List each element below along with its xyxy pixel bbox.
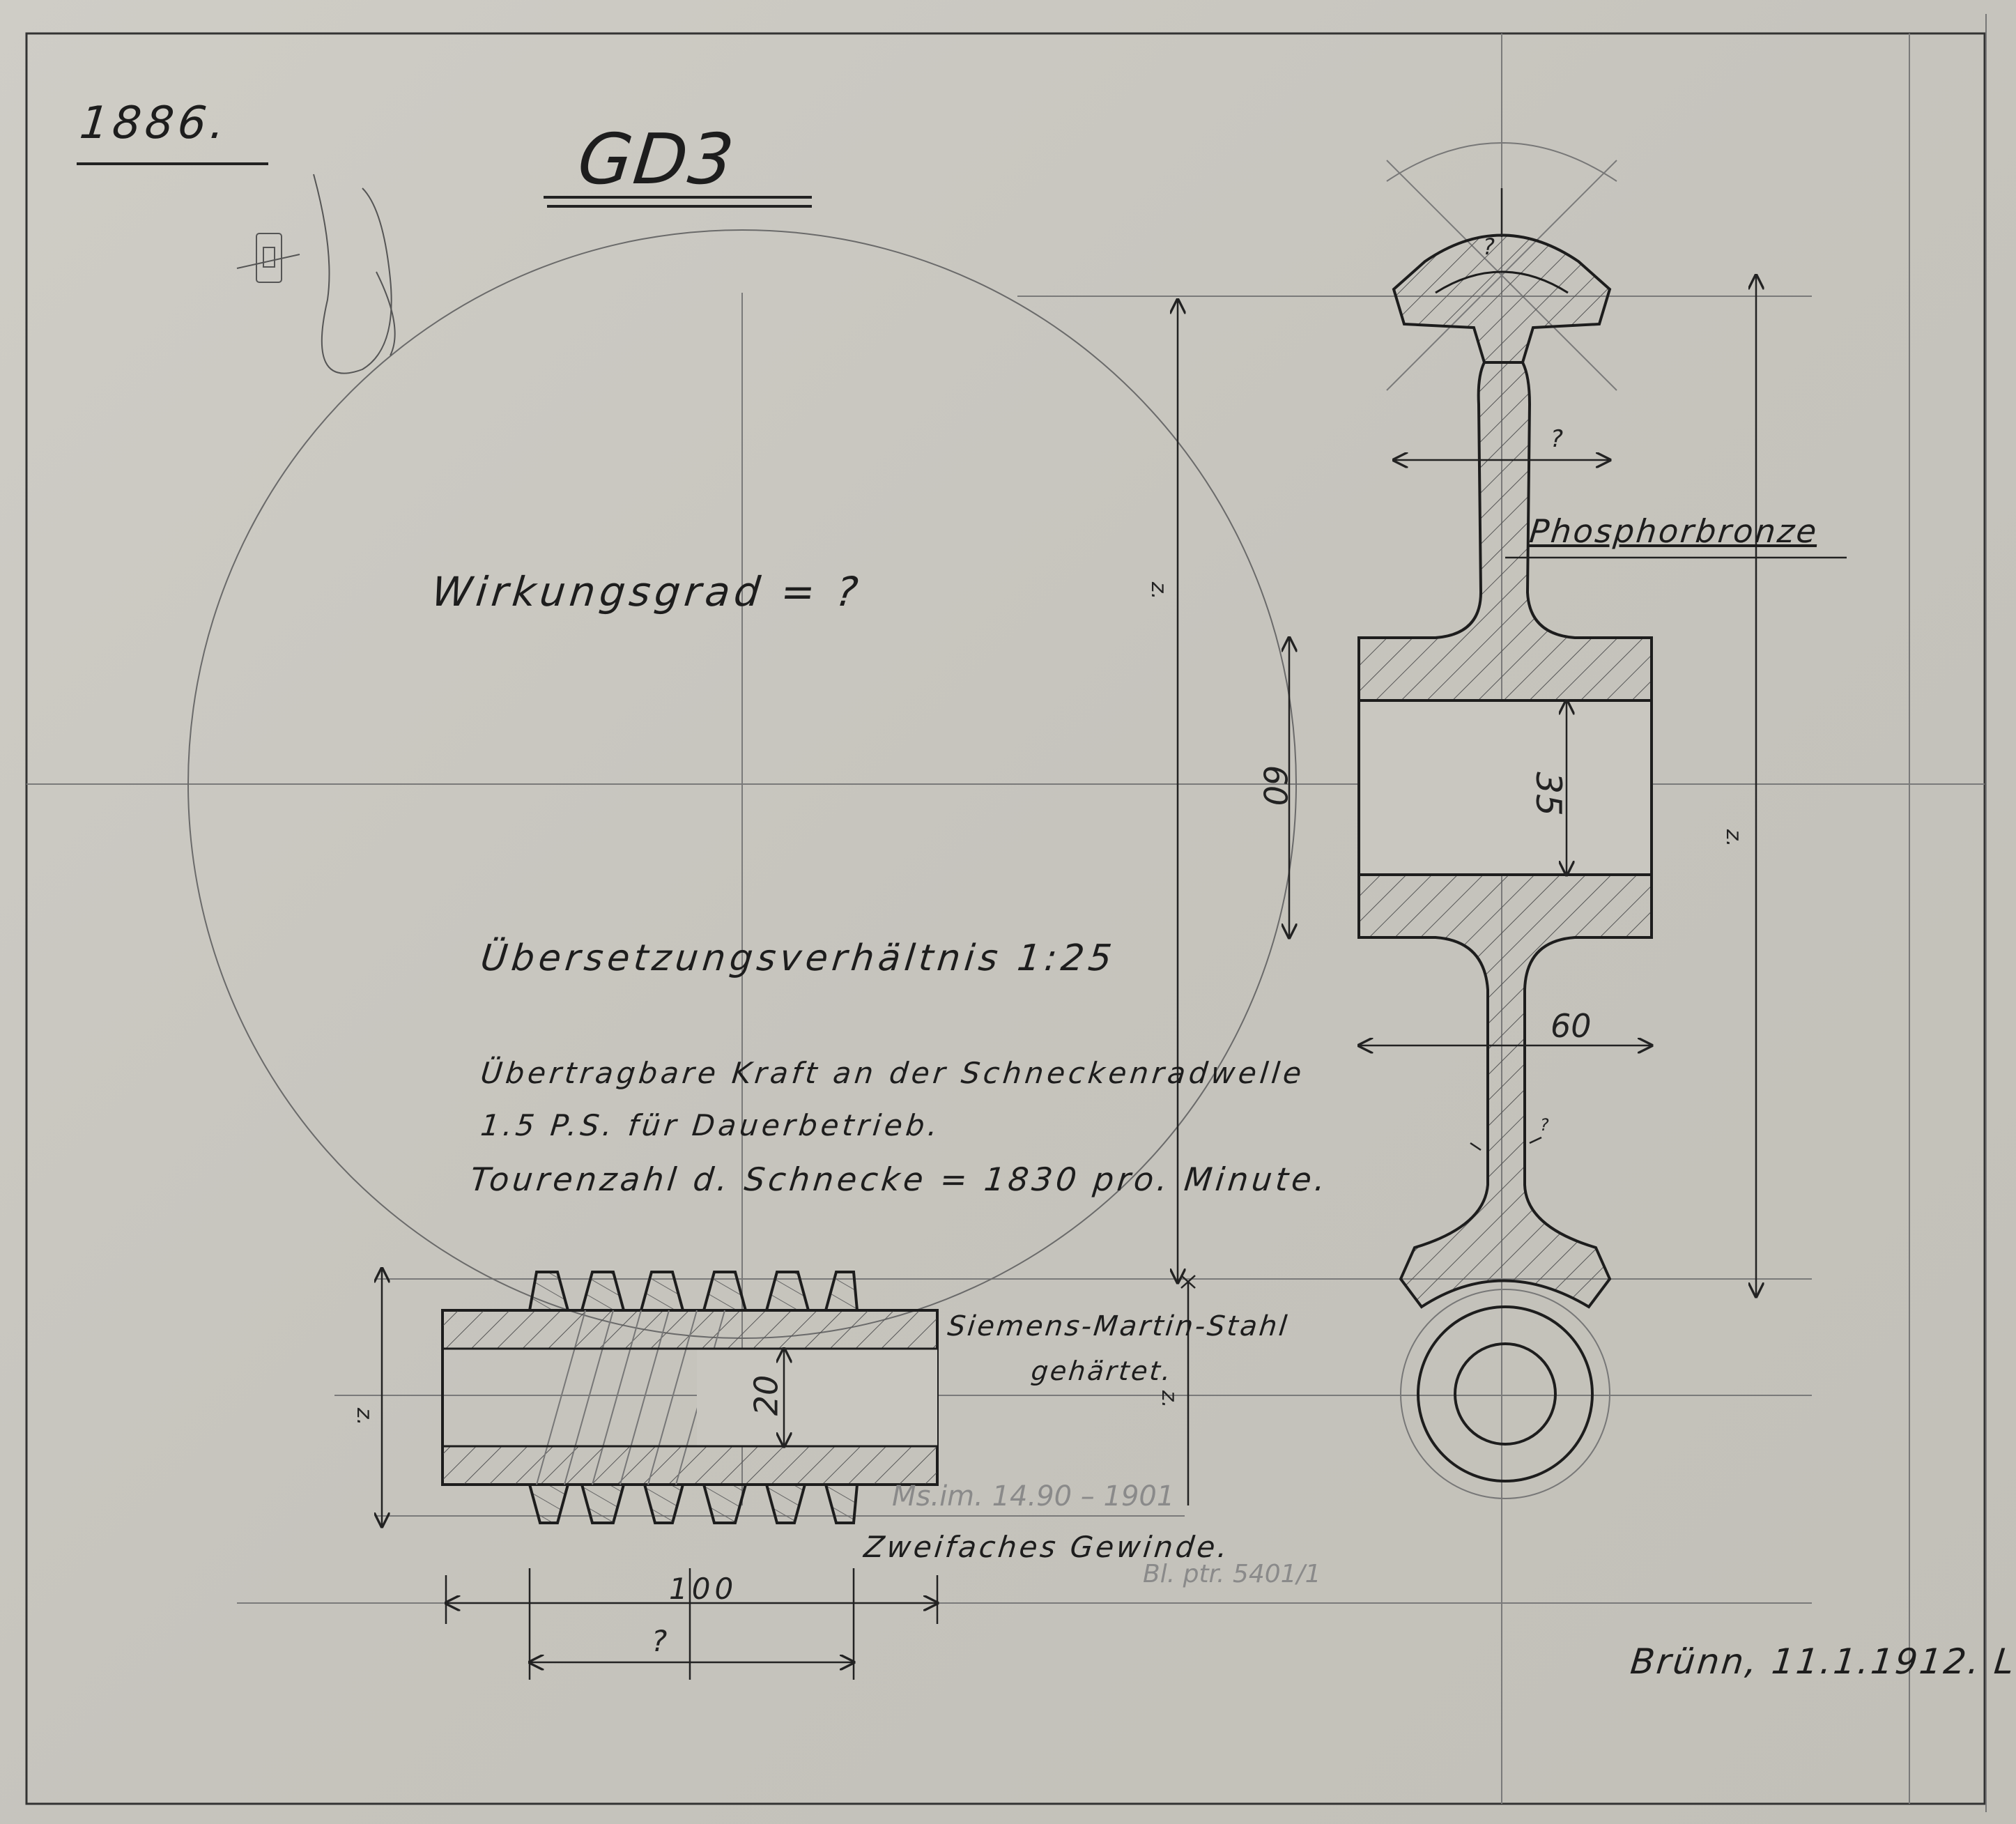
worm-section — [441, 1271, 939, 1524]
pencil-sketch — [236, 174, 396, 374]
ratio-label: Übersetzungsverhältnis 1:25 — [478, 937, 1118, 979]
web-unknown-dimension: ? — [1551, 425, 1564, 453]
worm-height-z: z. — [352, 1407, 377, 1426]
svg-text:Bl. ptr. 5401/1: Bl. ptr. 5401/1 — [1143, 1560, 1321, 1588]
hub-length-dimension: 60 — [1256, 765, 1294, 806]
worm-bore-dimension: 20 — [747, 1374, 785, 1416]
bore-dimension: 35 — [1528, 772, 1569, 816]
drawing-code: GD3 — [574, 118, 739, 200]
speed-line: Tourenzahl d. Schnecke = 1830 pro. Minut… — [468, 1160, 1331, 1198]
border-frame — [25, 32, 1986, 1805]
fillet-unknown-dimension: ? — [1540, 1115, 1549, 1135]
wheel-dimensions — [1178, 188, 1756, 1296]
worm-dimensions — [382, 1269, 1196, 1680]
efficiency-label: Wirkungsgrad = ? — [429, 568, 865, 615]
power-line-2: 1.5 P.S. für Dauerbetrieb. — [479, 1108, 943, 1142]
rim-unknown-dimension: ? — [1483, 233, 1495, 260]
worm-length-dimension: 100 — [669, 1572, 738, 1606]
pitch-unknown-dimension: ? — [652, 1624, 668, 1658]
center-distance-z: z. — [1157, 1390, 1182, 1409]
wheel-height-z: z. — [1146, 581, 1171, 600]
signature-date: Brünn, 11.1.1912. L. — [1628, 1641, 2016, 1682]
drawing-number: 1886. — [77, 98, 232, 149]
hub-diameter-dimension: 60 — [1551, 1007, 1592, 1045]
wheel-span-z: z. — [1721, 829, 1746, 848]
worm-hardened-label: gehärtet. — [1029, 1356, 1175, 1386]
wheel-material-label: Phosphorbronze — [1528, 512, 1821, 550]
svg-text:Ms.im. 14.90 – 1901: Ms.im. 14.90 – 1901 — [892, 1480, 1174, 1512]
worm-material-label: Siemens-Martin-Stahl — [946, 1310, 1291, 1342]
power-line-1: Übertragbare Kraft an der Schneckenradwe… — [479, 1056, 1307, 1090]
thread-label: Zweifaches Gewinde. — [862, 1530, 1232, 1564]
worm-wheel-section — [1357, 142, 1653, 1499]
